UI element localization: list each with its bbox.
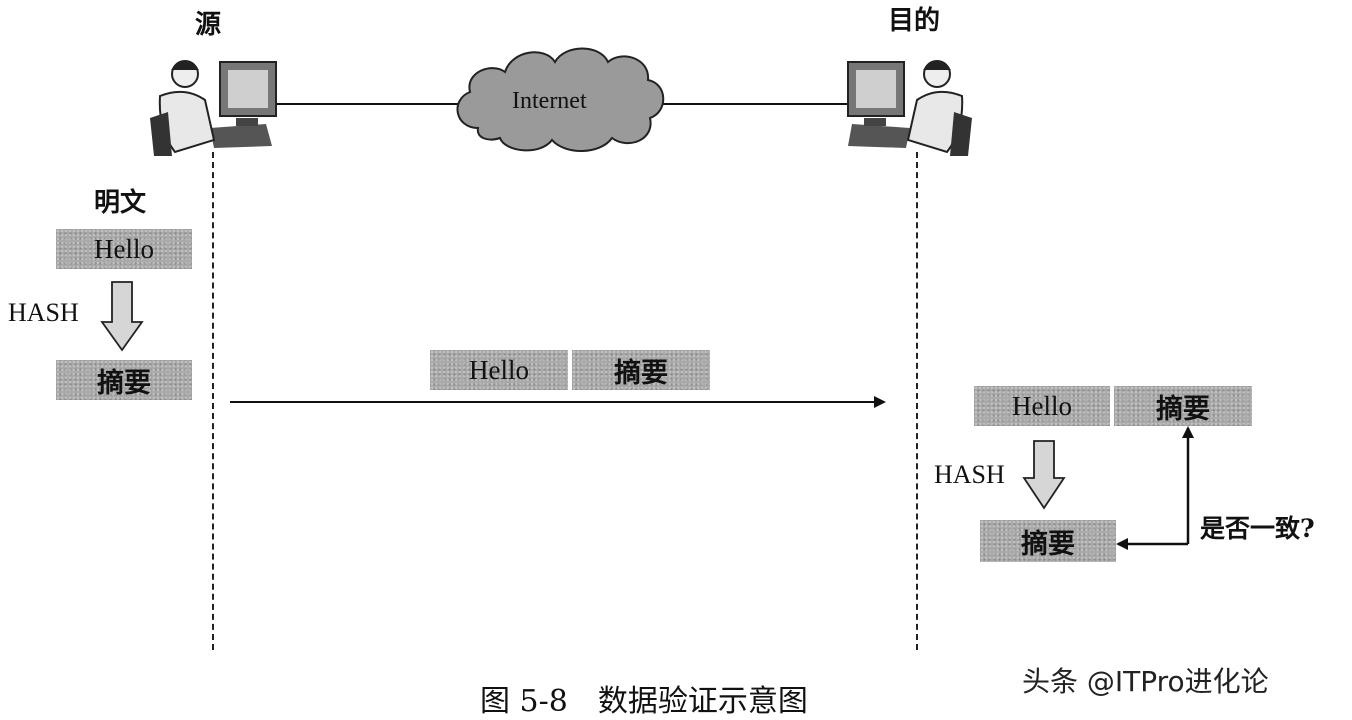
internet-cloud-icon [456,47,665,152]
source-label: 源 [195,10,222,40]
destination-label: 目的 [888,6,941,36]
source-hash-arrow-icon [100,281,144,352]
dest-hash-arrow-icon [1022,440,1066,510]
destination-user-computer-icon [847,60,972,156]
transit-hello-box: Hello [430,350,568,390]
source-timeline [212,152,214,650]
internet-label: Internet [512,88,587,114]
watermark: 头条 @ITPro进化论 [1022,665,1269,698]
dest-computed-digest-box: 摘要 [980,520,1116,562]
source-user-computer-icon [150,60,277,156]
compare-label: 是否一致? [1200,514,1315,543]
dest-hello-box: Hello [974,386,1110,426]
plaintext-label: 明文 [94,188,147,218]
dest-hash-label: HASH [934,460,1005,489]
source-hello-box: Hello [56,229,192,269]
source-digest-box: 摘要 [56,360,192,400]
destination-timeline [916,152,918,650]
transit-digest-box: 摘要 [572,350,710,390]
dest-digest-box: 摘要 [1114,386,1252,426]
source-hash-label: HASH [8,298,79,327]
figure-caption: 图 5-8 数据验证示意图 [480,684,808,719]
